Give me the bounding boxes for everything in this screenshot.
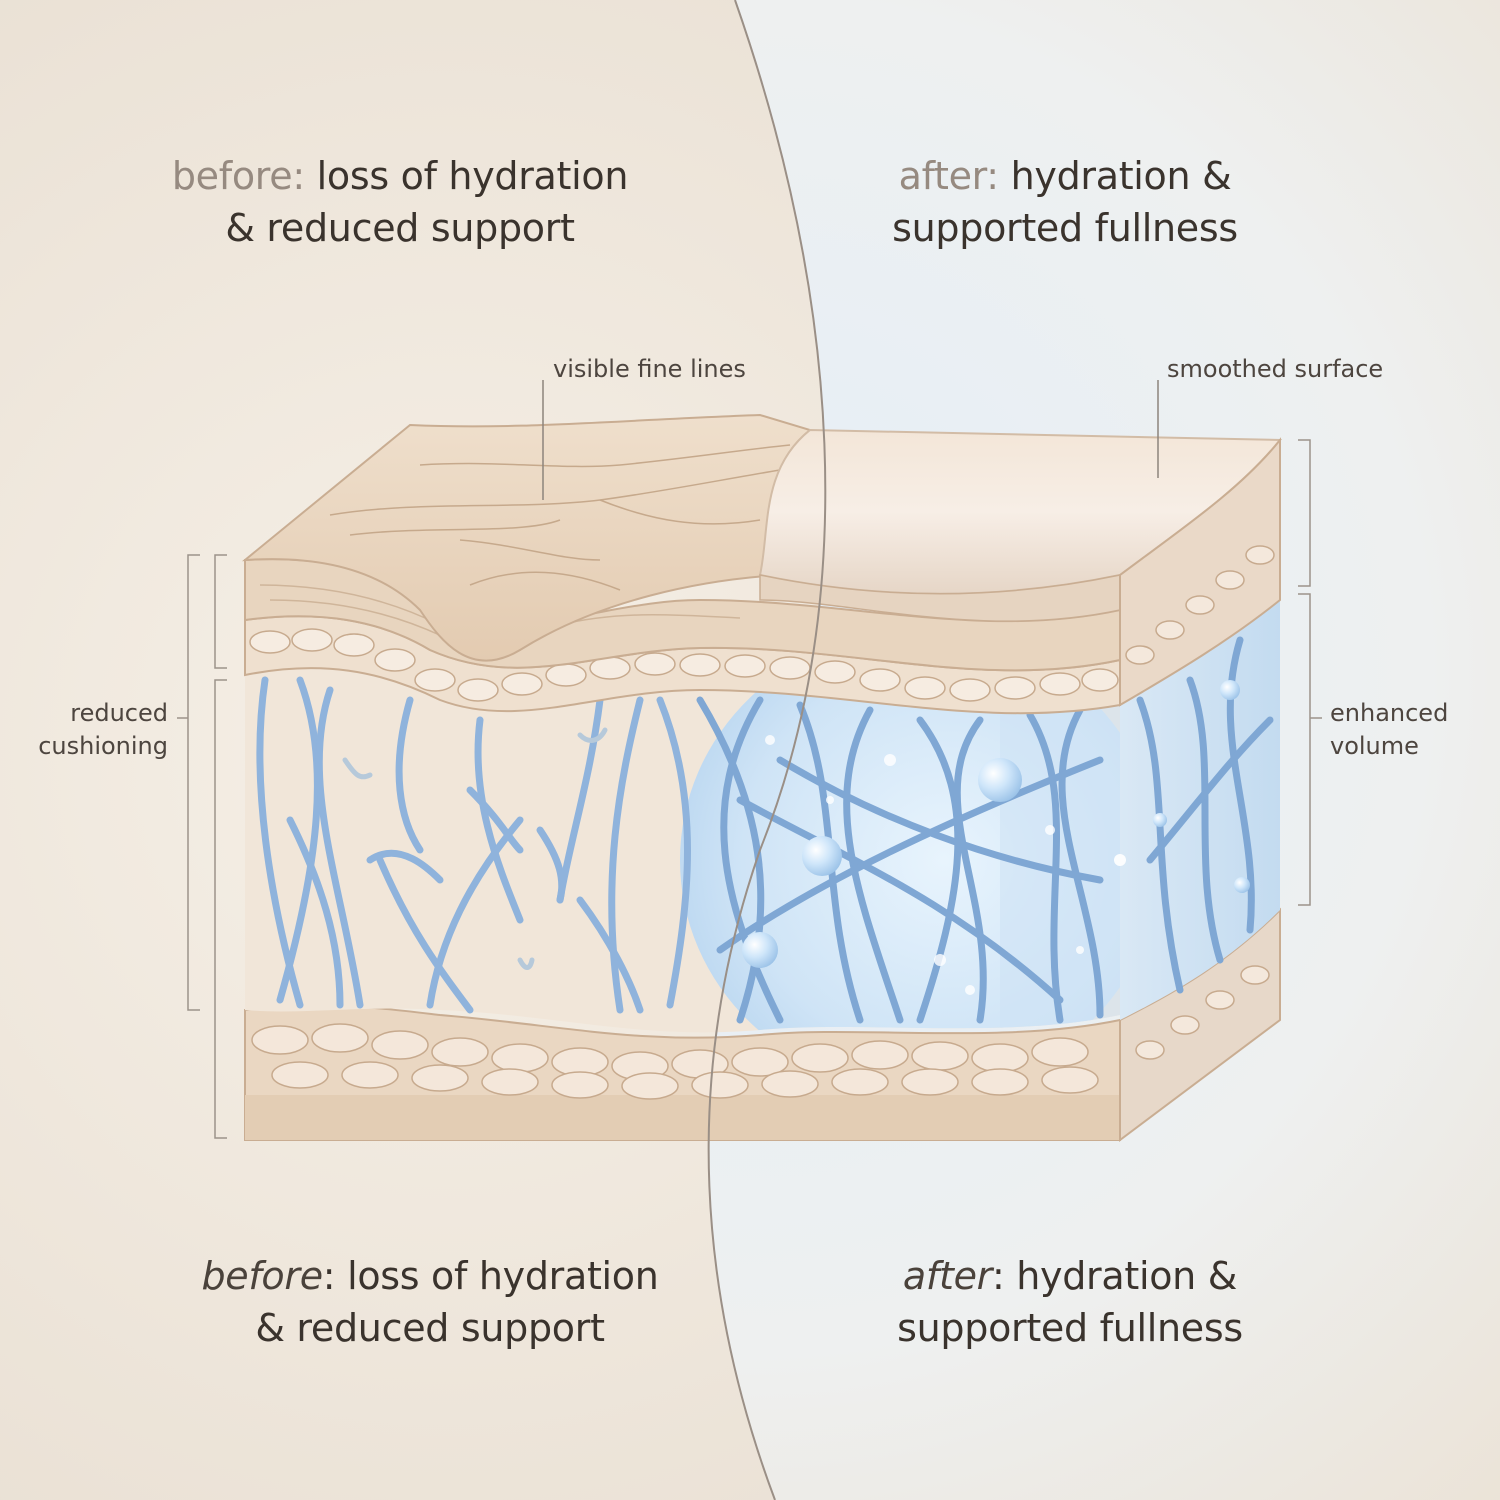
broken-fibers (342, 727, 608, 970)
base-layer (245, 1095, 1120, 1140)
heading-line-2: & reduced support (225, 206, 575, 250)
heading-prefix: before (201, 1254, 323, 1298)
heading-line-2: supported fullness (892, 206, 1238, 250)
measurement-bracket-icon (177, 439, 1322, 1139)
heading-prefix: after (902, 1254, 992, 1298)
heading-text: : loss of hydration (322, 1254, 659, 1298)
side-dermis (1120, 600, 1280, 1020)
before-after-divider (707, 0, 827, 1500)
callout-fine-lines: visible fine lines (553, 355, 746, 383)
side-upper-layers (1119, 437, 1281, 707)
callout-lines (542, 380, 1159, 500)
collagen-fibers-before (256, 676, 691, 1014)
heading-line-2: supported fullness (897, 1306, 1243, 1350)
skin-block (241, 413, 1283, 1142)
heading-top-before: before: loss of hydration & reduced supp… (150, 150, 650, 254)
heading-text: : hydration & (991, 1254, 1238, 1298)
callout-reduced-cushioning: reduced cushioning (20, 697, 168, 763)
heading-text: hydration & (998, 154, 1232, 198)
callout-line-2: volume (1330, 732, 1419, 760)
heading-text: loss of hydration (304, 154, 629, 198)
callout-enhanced-volume: enhanced volume (1330, 697, 1448, 763)
heading-top-after: after: hydration & supported fullness (840, 150, 1290, 254)
heading-bottom-after: after: hydration & supported fullness (840, 1250, 1300, 1354)
callout-line-1: enhanced (1330, 699, 1449, 727)
subcutaneous-cells (251, 1023, 1099, 1100)
callout-line-1: reduced (70, 699, 168, 727)
heading-line-2: & reduced support (255, 1306, 605, 1350)
epidermis-cells (249, 628, 1119, 702)
side-cells (1125, 545, 1275, 1060)
hydration-bubbles (742, 680, 1250, 995)
callout-smoothed-surface: smoothed surface (1167, 355, 1384, 383)
heading-bottom-before: before: loss of hydration & reduced supp… (180, 1250, 680, 1354)
heading-prefix: before: (171, 154, 305, 198)
stratum-lines (259, 584, 741, 641)
heading-prefix: after: (898, 154, 1000, 198)
fine-lines (329, 444, 791, 591)
skin-surface-before (241, 413, 813, 662)
callout-line-2: cushioning (38, 732, 168, 760)
